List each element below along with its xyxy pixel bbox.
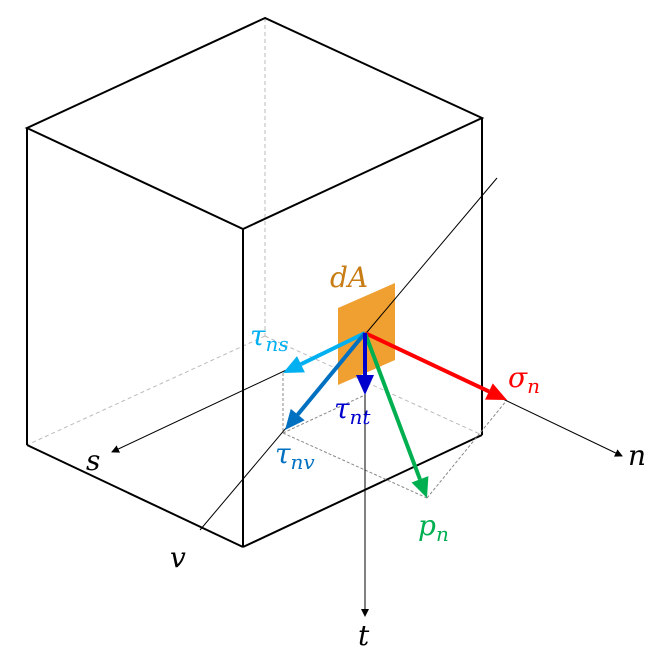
arrowhead-p-n — [411, 476, 429, 498]
cube-edges — [24, 16, 485, 548]
arrowhead-tau-nt — [356, 375, 374, 395]
arrowhead-tau-nv — [285, 408, 305, 430]
label-axis-s: s — [86, 444, 100, 477]
cube-hidden-edges — [26, 18, 483, 446]
label-sigma-n: σn — [508, 361, 540, 398]
label-axis-n: n — [628, 439, 646, 472]
label-tau-nt: τnt — [334, 392, 371, 429]
label-axis-t: t — [358, 619, 370, 652]
label-dA: dA — [330, 261, 368, 294]
label-tau-nv: τnv — [275, 437, 315, 474]
arrow-tau-nv — [296, 331, 367, 416]
axes — [111, 177, 623, 617]
arrowhead-sigma-n — [485, 383, 507, 400]
label-p-n: pn — [418, 509, 449, 546]
arrow-sigma-n — [364, 331, 490, 394]
label-axis-v: v — [170, 541, 186, 574]
label-tau-ns: τns — [250, 319, 289, 356]
arrow-p-n — [363, 332, 422, 480]
projection-lines — [282, 373, 508, 499]
arrowhead-tau-ns — [283, 356, 305, 373]
arrow-tau-ns — [300, 331, 366, 367]
